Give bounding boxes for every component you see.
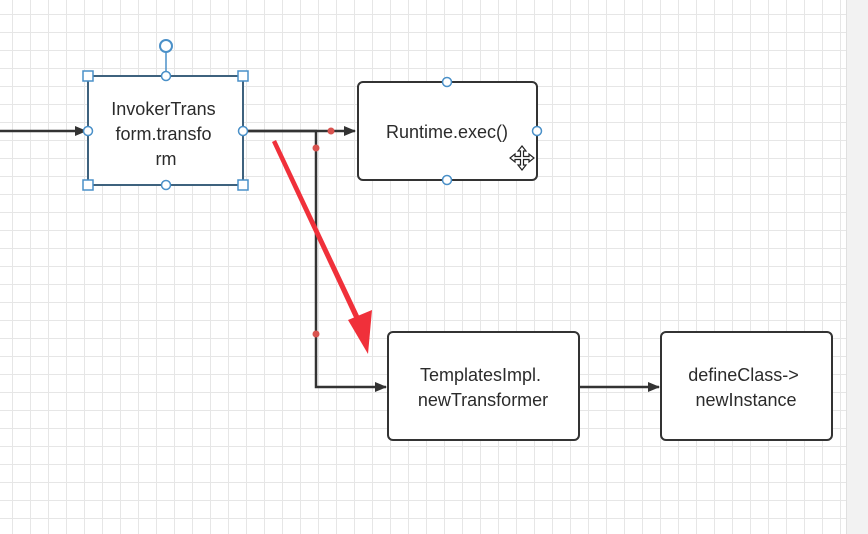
node-box[interactable] [387,331,580,441]
node-label-line: form.transfo [115,124,211,144]
node-label: Runtime.exec() [386,122,508,142]
annotation-arrow [272,140,372,354]
node-label-line: newInstance [695,390,796,410]
edges [0,126,660,392]
waypoint-handle[interactable] [312,330,320,338]
waypoint-handle[interactable] [312,144,320,152]
node-label-line: newTransformer [418,390,548,410]
resize-handle-top-right[interactable] [237,70,249,82]
connection-point-left[interactable] [82,125,94,137]
connection-point-right[interactable] [531,125,543,137]
edge-waypoints [312,127,335,338]
node-label-line: defineClass-> [688,365,799,385]
node-label-line: rm [156,149,177,169]
connection-point-bottom[interactable] [441,174,453,186]
node-label: defineClass-> newInstance [688,365,804,410]
node-label-line: InvokerTrans [111,99,215,119]
node-box[interactable] [660,331,833,441]
diagram-canvas[interactable]: InvokerTrans form.transfo rm Runtime.exe… [0,0,846,534]
move-cursor-icon [509,145,535,171]
waypoint-handle[interactable] [327,127,335,135]
node-label-line: TemplatesImpl. [420,365,541,385]
right-scroll-gutter[interactable] [846,0,868,534]
node-defineclass[interactable]: defineClass-> newInstance [660,331,833,441]
node-runtime-exec[interactable]: Runtime.exec() [357,76,543,186]
node-templatesimpl[interactable]: TemplatesImpl. newTransformer [387,331,580,441]
connection-point-right[interactable] [237,125,249,137]
node-label: InvokerTrans form.transfo rm [111,99,220,169]
node-label: TemplatesImpl. newTransformer [418,365,548,410]
connection-point-top[interactable] [160,70,172,82]
resize-handle-bottom-left[interactable] [82,179,94,191]
connection-point-top[interactable] [441,76,453,88]
node-invoker-transform[interactable]: InvokerTrans form.transfo rm [82,39,249,191]
edge-invoker-to-templates[interactable] [244,129,387,392]
connection-point-bottom[interactable] [160,179,172,191]
rotate-handle[interactable] [159,39,173,53]
resize-handle-top-left[interactable] [82,70,94,82]
resize-handle-bottom-right[interactable] [237,179,249,191]
